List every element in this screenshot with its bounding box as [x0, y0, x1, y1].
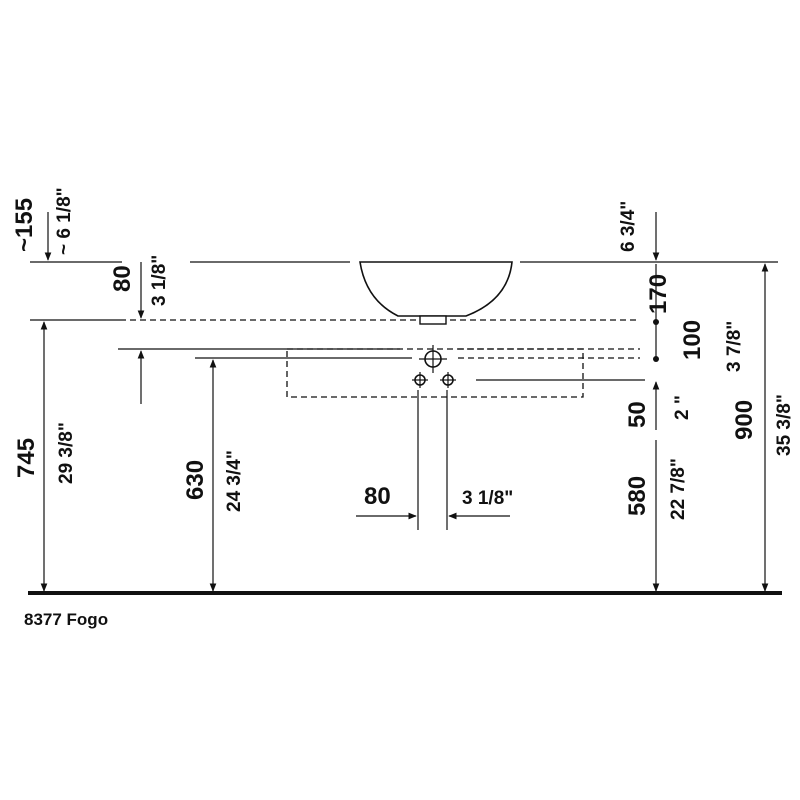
cabinet-outline — [286, 348, 584, 398]
dim-155: ~155 — [11, 198, 38, 252]
dim-630: 630 — [182, 460, 209, 500]
dim-35-3-8: 35 3/8" — [774, 394, 795, 456]
dim-580: 580 — [624, 476, 651, 516]
dim-24-3-4: 24 3/4" — [224, 450, 245, 512]
dim-29-3-8: 29 3/8" — [56, 422, 77, 484]
dim-170: 170 — [645, 274, 672, 314]
dim-3-1-8-center: 3 1/8" — [462, 488, 513, 509]
dim-745: 745 — [13, 438, 40, 478]
dim-80-left: 80 — [109, 265, 136, 292]
dim-900: 900 — [731, 400, 758, 440]
model-caption: 8377 Fogo — [24, 610, 109, 629]
dim-50: 50 — [624, 401, 651, 428]
basin-drain — [419, 315, 447, 325]
dim-100: 100 — [679, 320, 706, 360]
dim-22-7-8: 22 7/8" — [668, 458, 689, 520]
dim-3-1-8-left: 3 1/8" — [149, 255, 170, 306]
dim-6-3-4: 6 3/4" — [618, 201, 639, 252]
dim-2: 2 " — [672, 395, 693, 420]
vessel-basin — [359, 261, 513, 317]
dim-3-7-8: 3 7/8" — [724, 321, 745, 372]
dim-6-1-8-approx: ~ 6 1/8" — [54, 187, 75, 255]
dim-80-center: 80 — [364, 483, 391, 510]
